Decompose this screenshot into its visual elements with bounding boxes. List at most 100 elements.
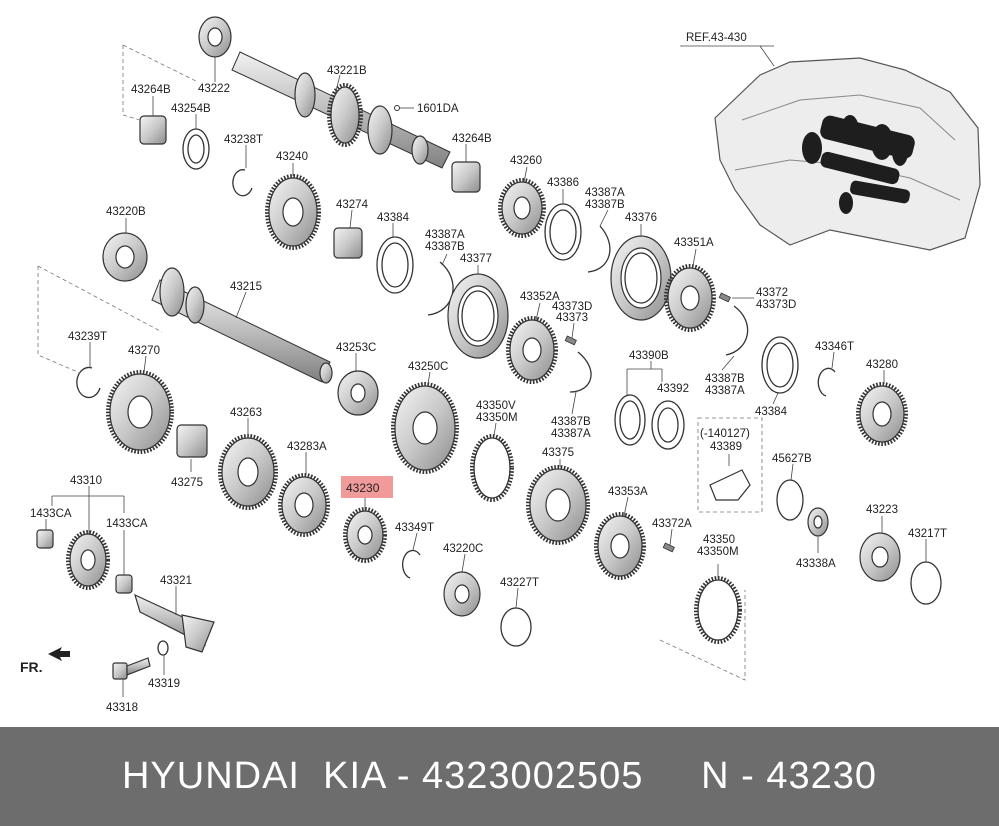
bolt-43318 bbox=[112, 657, 151, 680]
part-label[interactable]: 43250C bbox=[408, 361, 448, 373]
ref-leader-diag bbox=[759, 45, 775, 67]
transmission-case-illustration bbox=[714, 57, 981, 251]
part-label[interactable]: 43260 bbox=[510, 155, 542, 167]
part-label[interactable]: 43220B bbox=[106, 206, 146, 218]
part-label[interactable]: 43376 bbox=[625, 212, 657, 224]
spring-43387b-mid bbox=[569, 351, 592, 393]
part-label[interactable]: 43353A bbox=[608, 486, 648, 498]
spacer-43253c-bore bbox=[350, 383, 366, 403]
synchro-ring-43392 bbox=[651, 400, 685, 450]
part-label[interactable]: 43239T bbox=[68, 331, 107, 343]
part-label[interactable]: 43270 bbox=[128, 345, 160, 357]
part-label[interactable]: 43372 bbox=[756, 287, 788, 299]
part-label[interactable]: 43240 bbox=[276, 151, 308, 163]
part-label[interactable]: 43280 bbox=[866, 359, 898, 371]
bearing-43223 bbox=[859, 532, 901, 582]
gear-43280 bbox=[856, 382, 908, 446]
gear-43310 bbox=[36, 529, 133, 594]
sleeve-43376 bbox=[610, 235, 672, 321]
part-label[interactable]: 43352A bbox=[520, 291, 560, 303]
lower-shaft bbox=[151, 267, 333, 384]
bearing-43338a bbox=[807, 507, 829, 537]
revision-group-label: (-140127) bbox=[700, 428, 750, 440]
guide-mid-left-top bbox=[37, 265, 163, 333]
part-label[interactable]: 43264B bbox=[131, 84, 171, 96]
snap-ring-43349t bbox=[402, 549, 421, 579]
part-label[interactable]: 43253C bbox=[336, 342, 376, 354]
part-label[interactable]: 43373D bbox=[552, 301, 592, 313]
highlight-box bbox=[341, 476, 393, 498]
part-label[interactable]: 43351A bbox=[674, 237, 714, 249]
synchro-ring-43350v bbox=[470, 434, 514, 502]
part-label[interactable]: 43389 bbox=[710, 441, 742, 453]
gear-43263 bbox=[218, 434, 278, 510]
part-label[interactable]: 43392 bbox=[657, 383, 689, 395]
part-label[interactable]: 1433CA bbox=[106, 518, 148, 530]
part-label[interactable]: 43274 bbox=[336, 199, 369, 211]
hub-43352a bbox=[506, 316, 558, 384]
upper-shaft bbox=[231, 51, 451, 169]
gear-43240 bbox=[265, 174, 321, 250]
part-label[interactable]: 43283A bbox=[287, 441, 327, 453]
part-label[interactable]: 43350M bbox=[476, 412, 518, 424]
part-label[interactable]: 43373 bbox=[556, 312, 588, 324]
part-label[interactable]: 43220C bbox=[443, 543, 483, 555]
guide-upper-left bbox=[122, 45, 141, 121]
highlight-label[interactable]: 43230 bbox=[346, 481, 380, 495]
ring-43217t bbox=[910, 561, 942, 605]
spring-43387a-right bbox=[587, 225, 611, 273]
part-label[interactable]: 43372A bbox=[652, 518, 692, 530]
part-label[interactable]: 1601DA bbox=[417, 103, 459, 115]
hub-43375 bbox=[526, 465, 590, 545]
sleeve-43377 bbox=[447, 273, 509, 359]
part-label[interactable]: 43350 bbox=[703, 534, 735, 546]
part-label[interactable]: 43387B bbox=[551, 416, 591, 428]
part-label[interactable]: 43387A bbox=[705, 385, 745, 397]
part-label[interactable]: 43350V bbox=[476, 400, 516, 412]
part-label[interactable]: 43346T bbox=[815, 341, 854, 353]
part-label[interactable]: 43221B bbox=[327, 65, 367, 77]
part-label[interactable]: 43387A bbox=[551, 428, 591, 440]
part-number-banner: HYUNDAI KIA - 4323002505 N - 43230 bbox=[0, 727, 999, 826]
bolt-dot bbox=[394, 105, 400, 111]
part-label[interactable]: 43254B bbox=[171, 103, 211, 115]
synchro-ring-43384-lower bbox=[761, 336, 799, 394]
part-label[interactable]: 43350M bbox=[697, 546, 739, 558]
part-label[interactable]: 43275 bbox=[171, 477, 203, 489]
part-label[interactable]: 43390B bbox=[629, 350, 669, 362]
part-label[interactable]: 43321 bbox=[160, 575, 192, 587]
key-43372 bbox=[718, 292, 731, 303]
part-label[interactable]: 43384 bbox=[755, 406, 788, 418]
part-label[interactable]: 43263 bbox=[230, 407, 262, 419]
part-label[interactable]: 43387B bbox=[705, 373, 745, 385]
race-43254b-inner bbox=[187, 134, 205, 164]
ref-label[interactable]: REF.43-430 bbox=[686, 32, 747, 44]
part-label[interactable]: 43222 bbox=[198, 83, 230, 95]
part-label[interactable]: 43387A bbox=[585, 187, 625, 199]
part-label[interactable]: 43349T bbox=[395, 522, 434, 534]
part-label[interactable]: 43373D bbox=[756, 299, 796, 311]
part-label[interactable]: 43264B bbox=[452, 133, 492, 145]
synchro-ring-43350 bbox=[694, 576, 742, 644]
part-label[interactable]: 43318 bbox=[106, 702, 138, 714]
part-label[interactable]: 43386 bbox=[547, 177, 579, 189]
key-43372a bbox=[662, 542, 675, 553]
part-label[interactable]: 43215 bbox=[230, 281, 262, 293]
part-label[interactable]: 43384 bbox=[377, 212, 410, 224]
part-label[interactable]: 43217T bbox=[908, 528, 947, 540]
part-label[interactable]: 43223 bbox=[866, 504, 898, 516]
part-label[interactable]: 43387B bbox=[425, 241, 465, 253]
part-label[interactable]: 43387A bbox=[425, 229, 465, 241]
synchro-ring-43384-upper bbox=[376, 236, 414, 294]
part-label[interactable]: 43387B bbox=[585, 199, 625, 211]
part-label[interactable]: 43338A bbox=[796, 558, 836, 570]
part-label[interactable]: 1433CA bbox=[30, 508, 72, 520]
part-label[interactable]: 45627B bbox=[772, 453, 812, 465]
bearing-43220c bbox=[443, 571, 481, 617]
part-label[interactable]: 43377 bbox=[460, 253, 492, 265]
part-label[interactable]: 43238T bbox=[224, 134, 263, 146]
part-label[interactable]: 43375 bbox=[542, 447, 574, 459]
part-label[interactable]: 43227T bbox=[500, 577, 539, 589]
part-label[interactable]: 43310 bbox=[70, 475, 102, 487]
part-label[interactable]: 43319 bbox=[148, 678, 180, 690]
